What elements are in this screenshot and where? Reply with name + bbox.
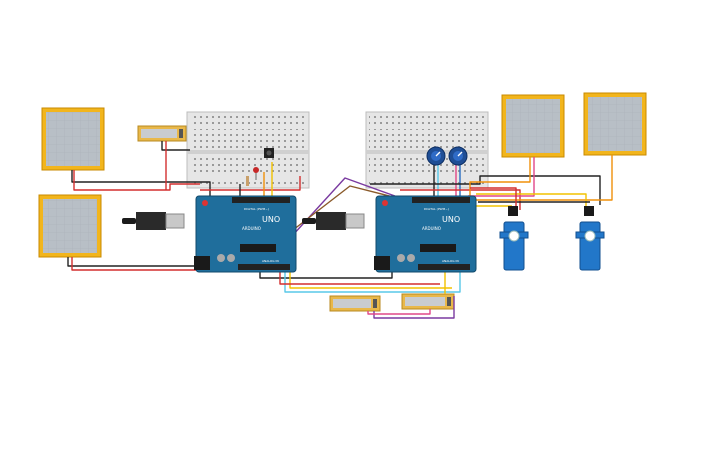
wire-red-bb-left[interactable]: [200, 176, 301, 191]
wire-black-sensor-top[interactable]: [161, 141, 190, 151]
power-jack-icon: [194, 256, 210, 270]
arduino-right-digital: DIGITAL (PWM~): [424, 207, 449, 211]
led-red[interactable]: [253, 167, 259, 180]
usb-cable-icon: [122, 218, 136, 224]
arduino-left-brand: UNO: [262, 215, 280, 224]
led-icon: [253, 167, 259, 173]
wire-red-display1[interactable]: [73, 170, 200, 191]
wire-yellow-servo2[interactable]: [476, 193, 587, 208]
wire-black-display2[interactable]: [67, 257, 197, 267]
servo-icon: [503, 221, 525, 271]
display-top-right-b[interactable]: [583, 92, 647, 156]
usb-cable-icon: [302, 218, 316, 224]
arduino-left-maker: ARDUINO: [242, 226, 261, 231]
servo-1[interactable]: [499, 206, 529, 271]
wire-red-cross[interactable]: [279, 272, 440, 285]
wire-pink-display3[interactable]: [468, 157, 535, 197]
display-top-left[interactable]: [41, 107, 105, 171]
potentiometer-1[interactable]: [426, 146, 446, 166]
usb-cable-right[interactable]: [302, 212, 365, 230]
wire-black-rail-right[interactable]: [370, 175, 601, 205]
wire-brown-cross[interactable]: [292, 185, 406, 231]
breadboard-right[interactable]: [365, 111, 489, 189]
wire-cyan-cross[interactable]: [284, 270, 461, 293]
resistor-icon: [246, 176, 249, 186]
display-top-right-a[interactable]: [501, 94, 565, 158]
sensor-module-top[interactable]: [137, 125, 187, 142]
potentiometer-2[interactable]: [448, 146, 468, 166]
wire-red-display2[interactable]: [71, 257, 205, 271]
arduino-right-brand: UNO: [442, 215, 460, 224]
wire-red-rail-right[interactable]: [400, 189, 521, 210]
wire-pink-sensor-bottom[interactable]: [367, 309, 431, 315]
pushbutton[interactable]: [264, 148, 274, 158]
arduino-uno-right[interactable]: UNO ARDUINO DIGITAL (PWM~) ANALOG IN: [374, 195, 477, 273]
servo-icon: [579, 221, 601, 271]
display-bottom-left[interactable]: [38, 194, 102, 258]
arduino-uno-left[interactable]: UNO ARDUINO DIGITAL (PWM~) ANALOG IN: [194, 195, 297, 273]
sensor-module-bottom-right[interactable]: [401, 293, 455, 310]
wire-orange-display4[interactable]: [470, 155, 613, 201]
arduino-left-digital: DIGITAL (PWM~): [244, 207, 269, 211]
wire-red-servo[interactable]: [470, 187, 517, 206]
arduino-left-analog: ANALOG IN: [262, 259, 279, 263]
usb-cable-left[interactable]: [122, 212, 185, 230]
sensor-module-bottom-left[interactable]: [329, 295, 381, 312]
wire-orange-display3[interactable]: [469, 157, 531, 200]
wire-yellow-cross[interactable]: [289, 270, 452, 289]
arduino-right-maker: ARDUINO: [422, 226, 441, 231]
arduino-right-analog: ANALOG IN: [442, 259, 459, 263]
servo-2[interactable]: [575, 206, 605, 271]
wire-black-cross-bottom[interactable]: [259, 268, 393, 279]
pushbutton-icon: [266, 150, 272, 156]
power-jack-icon: [374, 256, 390, 270]
resistor[interactable]: [246, 176, 249, 186]
